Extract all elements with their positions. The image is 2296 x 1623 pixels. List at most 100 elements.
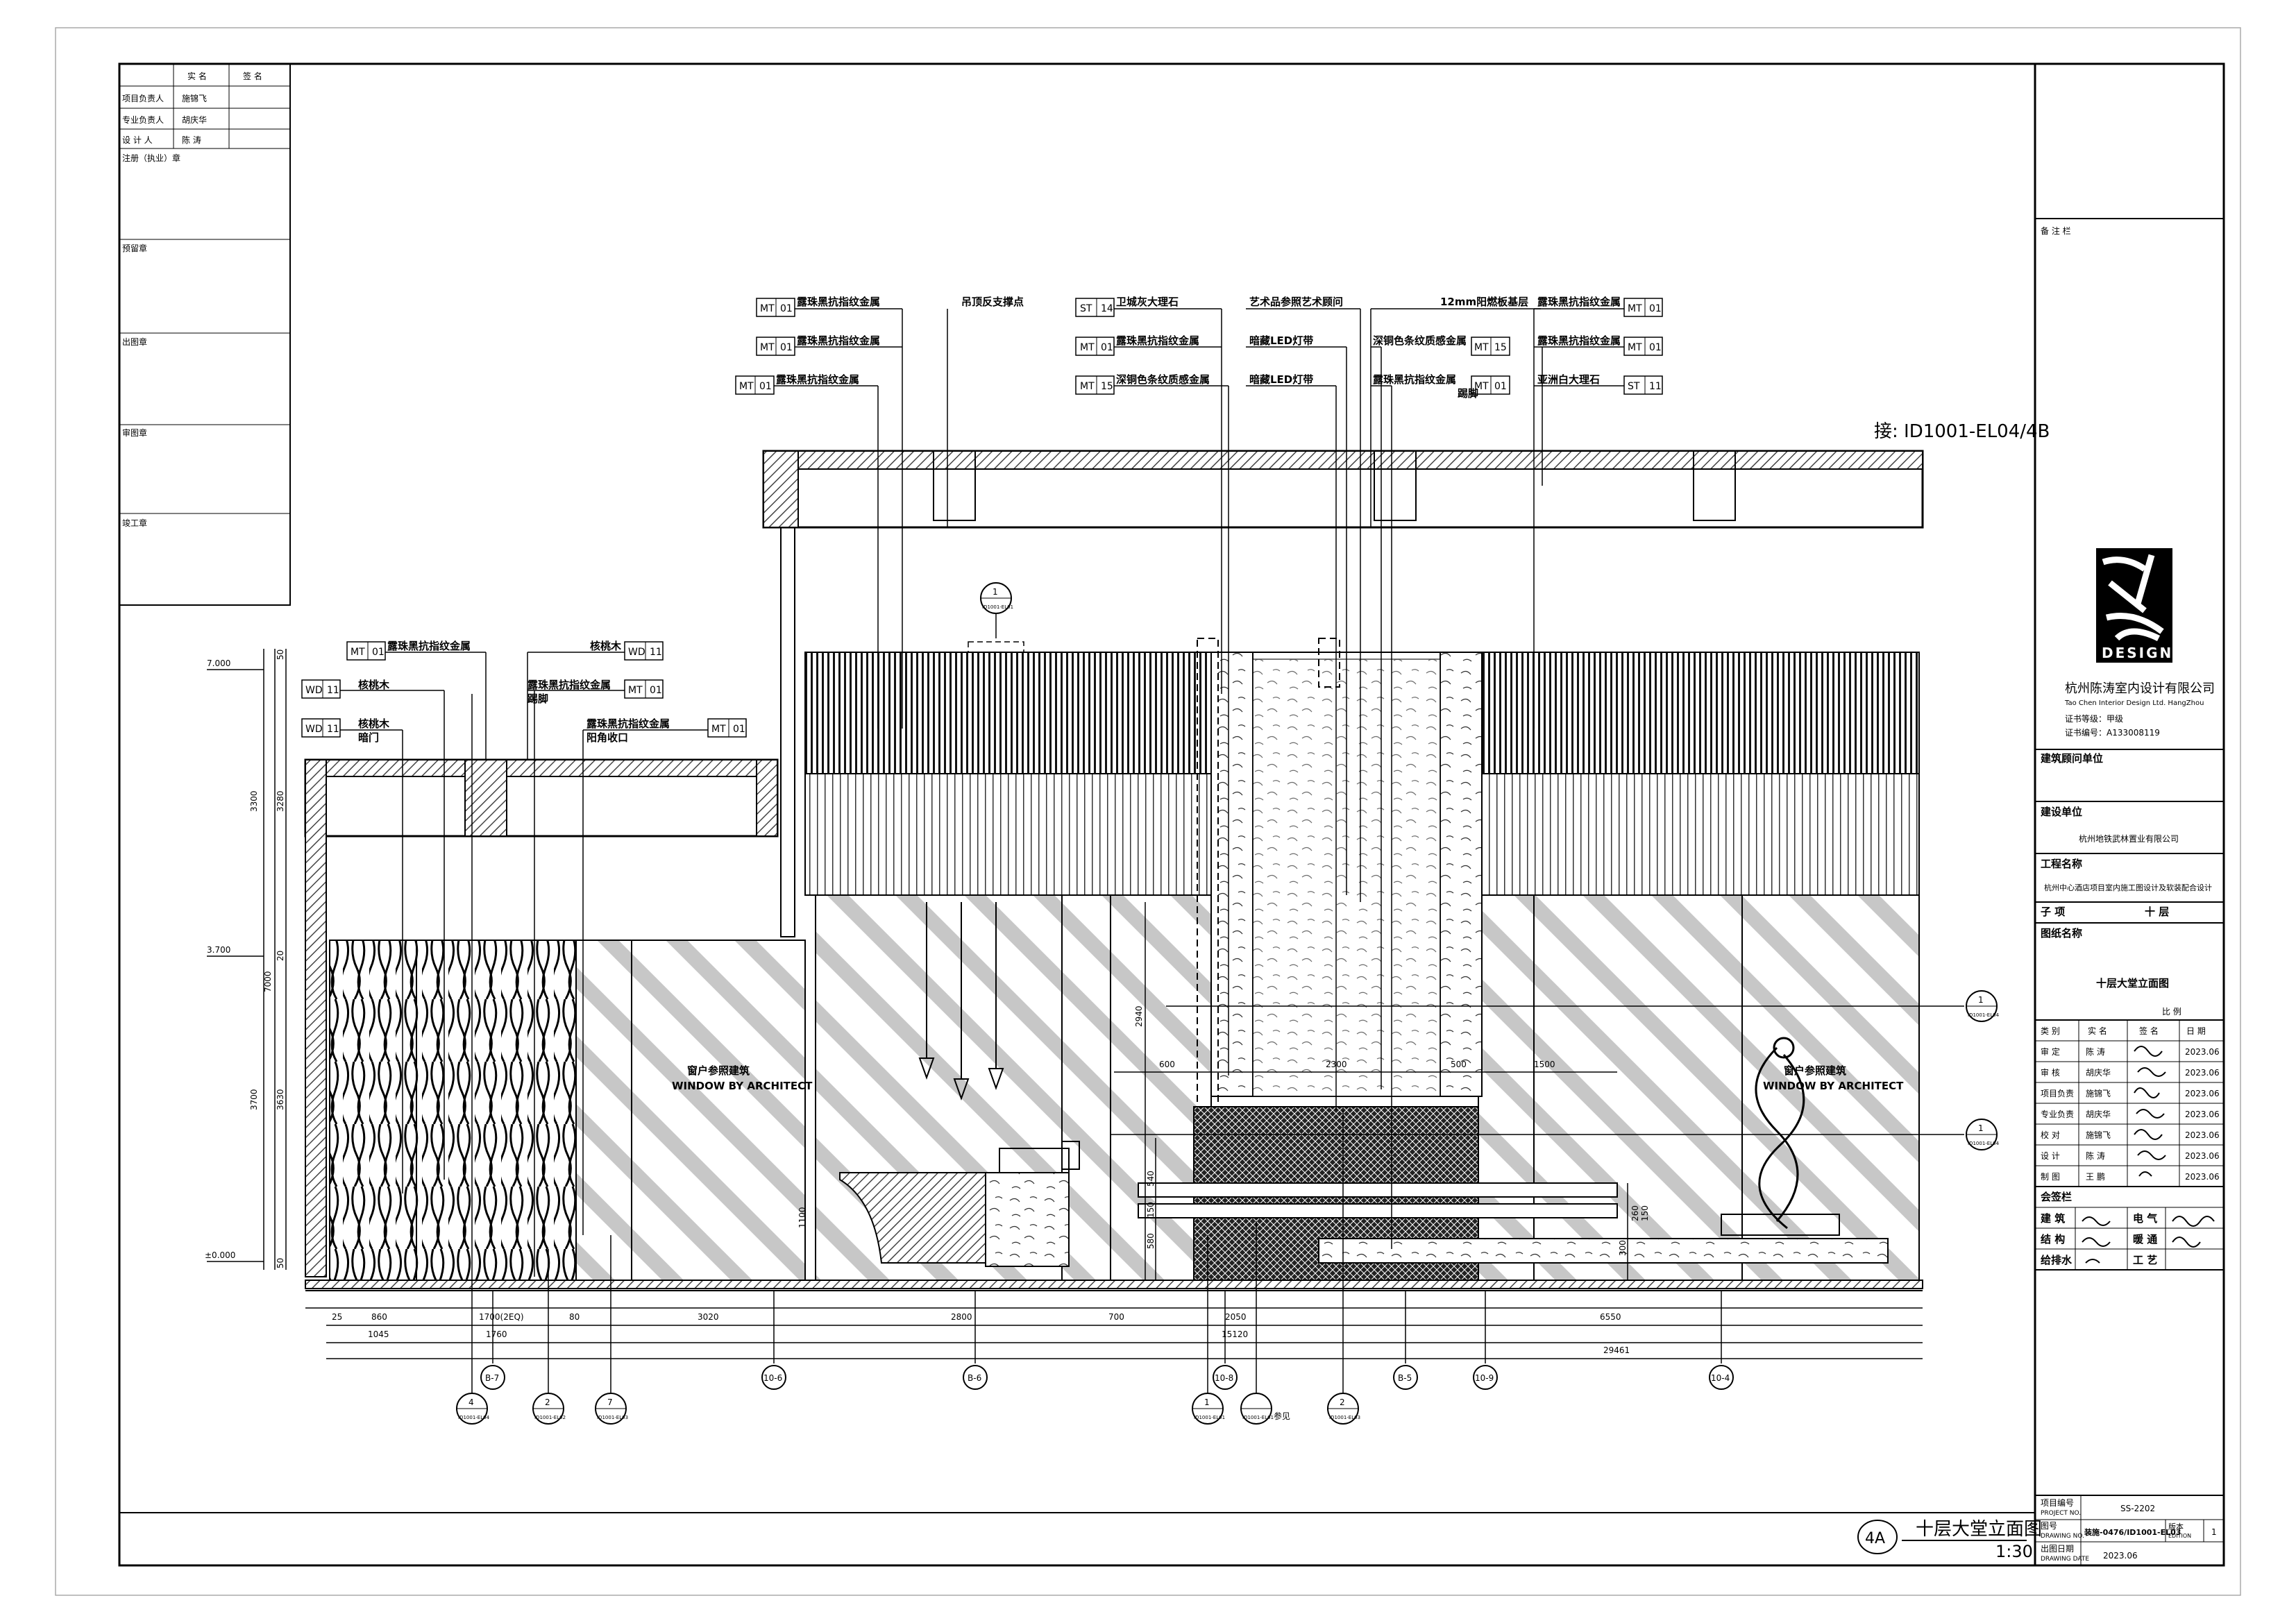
top-section-mark[interactable]: 1 ID1001-EL01 <box>968 582 1024 653</box>
level-floor: ±0.000 <box>205 1250 235 1260</box>
dim-b: 29461 <box>1603 1345 1630 1355</box>
callout-led-2: 暗藏LED灯带 <box>1249 373 1313 386</box>
callout-code: MT <box>760 303 775 314</box>
approval-name: 王 鹏 <box>2086 1172 2105 1182</box>
dim-h: 2300 <box>1326 1060 1347 1069</box>
drawing-no: 装施-0476/ID1001-EL03 <box>2084 1527 2181 1537</box>
consultant-label: 建筑顾问单位 <box>2041 752 2103 765</box>
callout-num: 11 <box>327 685 339 696</box>
dim-h: 600 <box>1159 1060 1175 1069</box>
callout-corner-trim: 阳角收口 <box>586 731 628 744</box>
callout-num: 11 <box>327 724 339 735</box>
callout-text: 露珠黑抗指纹金属 <box>776 373 859 386</box>
callout-text: 露珠黑抗指纹金属 <box>797 334 880 347</box>
callout-text: 12mm阳燃板基层 <box>1440 296 1528 308</box>
callout-hidden-door: 暗门 <box>358 731 379 744</box>
callout-num: 15 <box>1494 342 1507 353</box>
drawing-name: 十层大堂立面图 <box>1916 1519 2042 1540</box>
dim-b: 1760 <box>486 1329 507 1339</box>
approval-header: 签 名 <box>2139 1026 2159 1036</box>
callout-art: 艺术品参照艺术顾问 <box>1249 296 1343 308</box>
callout-num: 15 <box>1101 381 1113 392</box>
dim-b: 2050 <box>1225 1312 1247 1322</box>
callout-code: ST <box>1080 303 1092 314</box>
top-mark-num: 1 <box>993 587 998 597</box>
scale-label: 比 例 <box>2162 1007 2181 1017</box>
callout-code: MT <box>1474 381 1489 392</box>
callout-code: MT <box>1080 342 1095 353</box>
callout-skirting: 踢脚 <box>527 692 548 705</box>
callout-text: 深铜色条纹质感金属 <box>1116 373 1210 386</box>
section-sheet: ID1001-EL03 <box>1329 1415 1360 1420</box>
callout-text: 核桃木 <box>358 717 390 730</box>
dim-v: 150 <box>1640 1205 1650 1221</box>
sub-label: 子 项 <box>2041 906 2065 918</box>
grid-label: B-5 <box>1398 1373 1412 1383</box>
cosign-item: 工 艺 <box>2133 1254 2157 1266</box>
approval-date: 2023.06 <box>2185 1130 2220 1140</box>
callout-code: MT <box>351 647 365 658</box>
callout-code: MT <box>1628 303 1642 314</box>
stamp-label: 出图章 <box>122 337 147 347</box>
grid-label: 10-4 <box>1711 1373 1730 1383</box>
approval-name: 胡庆华 <box>2086 1068 2111 1078</box>
dim-v: 20 <box>276 951 285 961</box>
callouts-top-left: MT 01 露珠黑抗指纹金属 MT 01 露珠黑抗指纹金属 MT 01 露珠黑抗… <box>735 296 903 729</box>
callout-led: 暗藏LED灯带 <box>1249 334 1313 347</box>
drawing-title: 4A 十层大堂立面图 1:30 <box>119 1512 2042 1561</box>
bottom-info: 项目编号 PROJECT NO. SS-2202 图号 DRAWING NO. … <box>2035 1495 2224 1565</box>
section-marks[interactable]: 4 ID1001-EL04 2 ID1001-EL02 7 ID1001-EL0… <box>456 694 1360 1425</box>
dim-v: 7000 <box>263 971 273 992</box>
callout-num: 11 <box>650 647 662 658</box>
cosign-table: 会签栏 建 筑 电 气 结 构 暖 通 给排水 工 艺 <box>2035 1191 2224 1271</box>
sign-header-sign: 签 名 <box>243 71 262 81</box>
callout-text: 露珠黑抗指纹金属 <box>387 640 471 652</box>
sign-name: 施锦飞 <box>182 94 207 103</box>
project-no-en: PROJECT NO. <box>2041 1510 2081 1517</box>
section-sheet: ID1001-EL03 <box>597 1415 628 1420</box>
company-en: Tao Chen Interior Design Ltd. HangZhou <box>2064 699 2204 707</box>
approval-date: 2023.06 <box>2185 1047 2220 1057</box>
logo-text: DESIGN <box>2102 645 2173 661</box>
callouts-art: 艺术品参照艺术顾问 暗藏LED灯带 暗藏LED灯带 <box>1246 296 1361 1110</box>
sign-role: 项目负责人 <box>122 94 164 103</box>
callout-num: 01 <box>759 381 772 392</box>
approvals-table: 类 别 实 名 签 名 日 期 审 定 陈 涛 2023.06 审 核 胡庆华 … <box>2035 1020 2224 1187</box>
dim-b: 25 <box>332 1312 342 1322</box>
approval-header: 实 名 <box>2088 1026 2107 1036</box>
approval-name: 陈 涛 <box>2086 1150 2105 1161</box>
dim-b: 1045 <box>368 1329 389 1339</box>
grid-label: 10-9 <box>1475 1373 1494 1383</box>
approval-role: 制 图 <box>2041 1172 2060 1182</box>
top-mark-sheet: ID1001-EL01 <box>982 604 1013 610</box>
callout-code: MT <box>1628 342 1642 353</box>
side-marks[interactable]: 1 ID1001-EL04 1 ID1001-EL04 <box>1111 990 2000 1150</box>
date: 2023.06 <box>2103 1551 2138 1561</box>
dim-v: 3300 <box>249 790 259 812</box>
section-note: 参见 <box>1274 1411 1290 1421</box>
callouts-left: MT 01 露珠黑抗指纹金属 WD 11 核桃木 WD 11 核桃木 暗门 <box>301 640 487 1193</box>
approval-date: 2023.06 <box>2185 1151 2220 1161</box>
approval-name: 陈 涛 <box>2086 1046 2105 1057</box>
approval-date: 2023.06 <box>2185 1110 2220 1119</box>
callout-text: 露珠黑抗指纹金属 <box>797 296 880 308</box>
callout-code: MT <box>760 342 775 353</box>
approval-header: 类 别 <box>2041 1026 2060 1036</box>
edition-label: 版本 <box>2168 1522 2184 1531</box>
stamp-label: 注册（执业）章 <box>122 153 180 163</box>
callout-num: 01 <box>372 647 385 658</box>
grid-label: B-6 <box>968 1373 981 1383</box>
callout-num: 01 <box>1494 381 1507 392</box>
callout-num: 01 <box>1101 342 1113 353</box>
callout-text: 亚洲白大理石 <box>1537 373 1600 386</box>
callout-text: 深铜色条纹质感金属 <box>1373 334 1467 347</box>
dim-b: 80 <box>569 1312 580 1322</box>
reception-desk <box>839 1141 1080 1267</box>
callout-code: MT <box>711 724 726 735</box>
sign-header-name: 实 名 <box>187 71 207 81</box>
bottom-dims: 25 860 1700(2EQ) 80 3020 2800 700 2050 6… <box>305 1307 1923 1359</box>
callout-num: 01 <box>1649 342 1662 353</box>
reference-link[interactable]: 接: ID1001-EL04/4B <box>1874 421 2050 442</box>
section-sheet: ID1001-EL04 <box>458 1415 490 1420</box>
grid-label: 10-8 <box>1215 1373 1233 1383</box>
